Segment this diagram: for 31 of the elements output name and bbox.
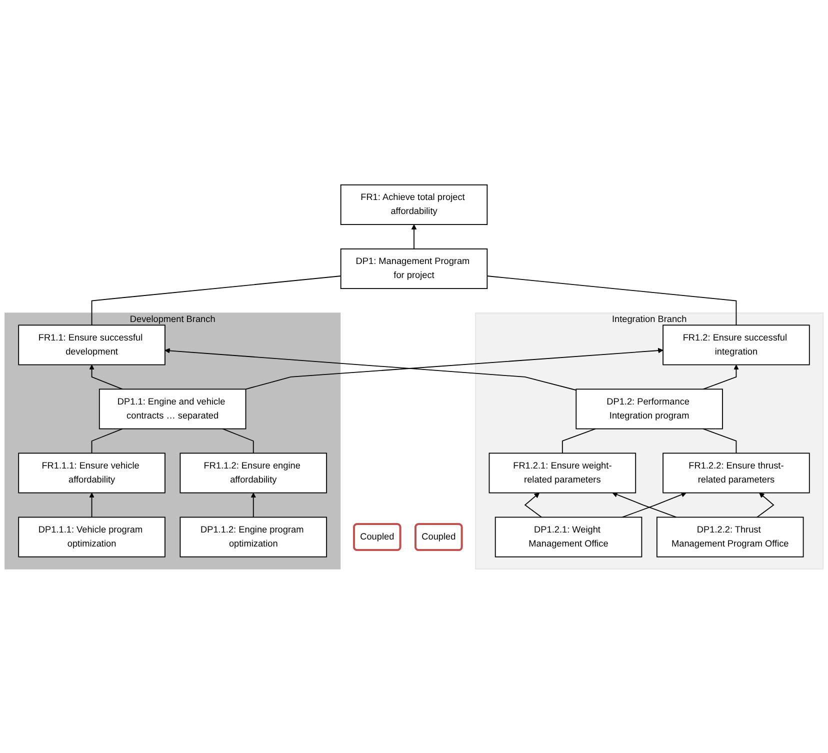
node-box: DP1.2.1: Weight Management Office bbox=[494, 516, 642, 557]
connector bbox=[91, 275, 342, 326]
node-box: DP1.1.1: Vehicle program optimization bbox=[18, 516, 166, 557]
arrow bbox=[411, 224, 417, 249]
node-box: FR1.1.2: Ensure engine affordability bbox=[180, 452, 328, 493]
arrow bbox=[756, 492, 774, 518]
arrow bbox=[702, 364, 739, 390]
connector bbox=[222, 428, 254, 454]
node-box: FR1.2: Ensure successful integration bbox=[662, 324, 810, 365]
connector bbox=[562, 428, 596, 454]
connector bbox=[702, 428, 737, 454]
arrow bbox=[89, 492, 94, 518]
node-box: DP1: Management Program for project bbox=[340, 248, 488, 289]
arrow bbox=[89, 364, 124, 390]
arrow bbox=[622, 492, 686, 518]
node-box: DP1.1.2: Engine program optimization bbox=[180, 516, 328, 557]
node-box: FR1.2.2: Ensure thrust-related parameters bbox=[662, 452, 810, 493]
node-box: FR1: Achieve total project affordability bbox=[340, 184, 488, 224]
arrow bbox=[612, 492, 677, 518]
arrow bbox=[524, 492, 542, 518]
connector bbox=[486, 275, 737, 326]
node-box: FR1.1: Ensure successful development bbox=[18, 324, 166, 365]
arrow bbox=[245, 347, 664, 390]
node-box: FR1.1.1: Ensure vehicle affordability bbox=[18, 452, 166, 493]
node-box: DP1.1: Engine and vehicle contracts … separated bbox=[98, 388, 246, 429]
node-box: DP1.2: Performance Integration program bbox=[576, 388, 723, 429]
node-box: FR1.2.1: Ensure weight-related parameters bbox=[488, 452, 636, 493]
node-box: DP1.2.2: Thrust Management Program Office bbox=[656, 516, 804, 557]
arrow bbox=[250, 492, 256, 518]
arrow bbox=[164, 348, 577, 390]
connector bbox=[91, 428, 124, 454]
